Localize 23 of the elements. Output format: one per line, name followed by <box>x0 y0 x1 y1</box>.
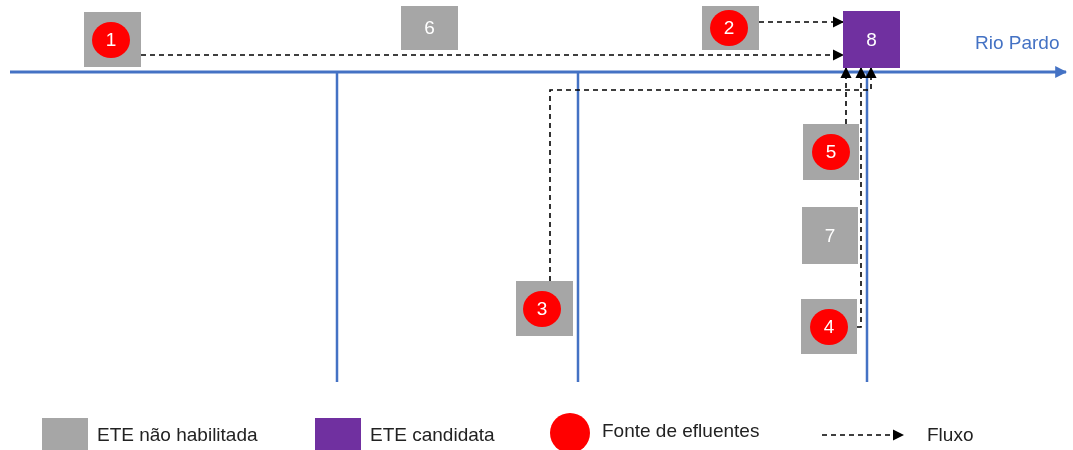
candidate-station-box: 8 <box>843 11 900 68</box>
effluent-source-marker: 5 <box>812 134 850 170</box>
station-box <box>516 281 573 336</box>
flow-arrow <box>140 49 845 61</box>
river-label: Rio Pardo <box>975 32 1060 54</box>
station-box <box>702 6 759 50</box>
effluent-source-marker: 3 <box>523 290 561 327</box>
station-box <box>803 124 859 180</box>
legend-label: ETE candidata <box>370 424 495 446</box>
station-box: 6 <box>401 6 458 50</box>
station-box <box>84 12 141 67</box>
flow-arrow <box>855 66 867 328</box>
effluent-source-marker: 4 <box>810 308 848 345</box>
effluent-source-marker: 2 <box>710 10 748 46</box>
flow-arrow <box>758 16 845 28</box>
flow-arrow <box>549 66 877 282</box>
flow-arrow <box>840 66 852 125</box>
station-box: 7 <box>802 207 858 264</box>
effluent-source-marker: 1 <box>92 21 130 58</box>
legend-label: Fluxo <box>927 424 974 446</box>
legend-label: ETE não habilitada <box>97 424 258 446</box>
legend-label: Fonte de efluentes <box>602 420 760 442</box>
station-box <box>801 299 857 354</box>
